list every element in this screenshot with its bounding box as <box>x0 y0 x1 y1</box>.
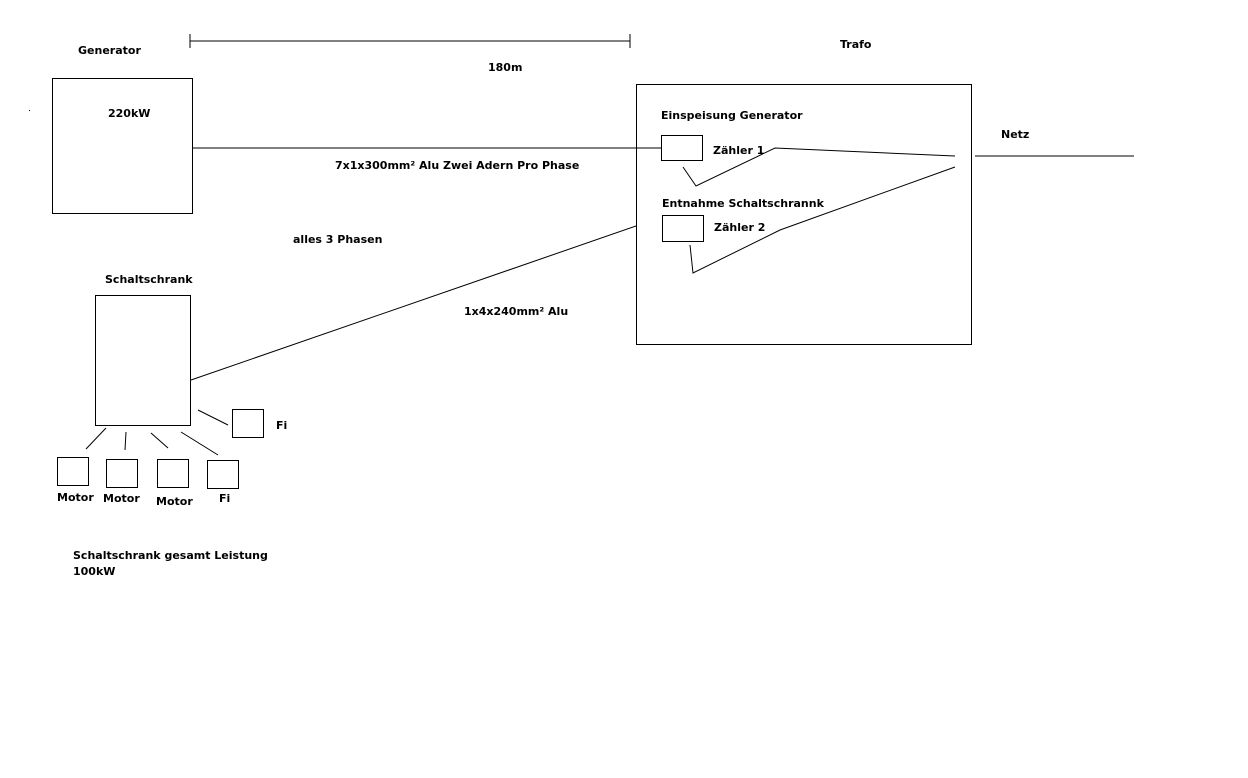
fi-box-bottom <box>207 460 239 489</box>
entnahme-label: Entnahme Schaltschrannk <box>662 197 825 210</box>
trafo-box <box>636 84 972 345</box>
motor3-box <box>157 459 189 488</box>
schaltschrank-cable-label: 1x4x240mm² Alu <box>464 305 568 318</box>
zaehler1-label: Zähler 1 <box>713 144 764 157</box>
total-power-line2: 100kW <box>73 565 115 578</box>
generator-cable-label: 7x1x300mm² Alu Zwei Adern Pro Phase <box>335 159 579 172</box>
schaltschrank-cable <box>190 225 637 381</box>
generator-power: 220kW <box>108 107 150 120</box>
zaehler2-box <box>662 215 704 242</box>
total-power-line1: Schaltschrank gesamt Leistung <box>73 549 268 562</box>
motor3-label: Motor <box>156 495 193 508</box>
branch-fi-right <box>197 409 229 426</box>
branch-fi-bottom <box>180 431 219 456</box>
fi-label-right: Fi <box>276 419 287 432</box>
motor2-label: Motor <box>103 492 140 505</box>
zaehler1-path <box>682 147 956 187</box>
branch-motor1 <box>85 427 107 450</box>
branch-motor2 <box>124 431 127 451</box>
netz-label: Netz <box>1001 128 1029 141</box>
fi-label-bottom: Fi <box>219 492 230 505</box>
einspeisung-label: Einspeisung Generator <box>661 109 803 122</box>
generator-title: Generator <box>78 44 141 57</box>
fi-box-right <box>232 409 264 438</box>
stray-dot <box>29 110 30 111</box>
trafo-title: Trafo <box>840 38 872 51</box>
phases-note: alles 3 Phasen <box>293 233 382 246</box>
distance-label: 180m <box>488 61 522 74</box>
motor1-label: Motor <box>57 491 94 504</box>
branch-motor3 <box>150 432 169 449</box>
motor2-box <box>106 459 138 488</box>
zaehler1-box <box>661 135 703 161</box>
schaltschrank-box <box>95 295 191 426</box>
zaehler2-label: Zähler 2 <box>714 221 765 234</box>
motor1-box <box>57 457 89 486</box>
schaltschrank-title: Schaltschrank <box>105 273 193 286</box>
generator-box <box>52 78 193 214</box>
distance-dimension <box>189 34 631 48</box>
zaehler2-path <box>689 166 956 274</box>
